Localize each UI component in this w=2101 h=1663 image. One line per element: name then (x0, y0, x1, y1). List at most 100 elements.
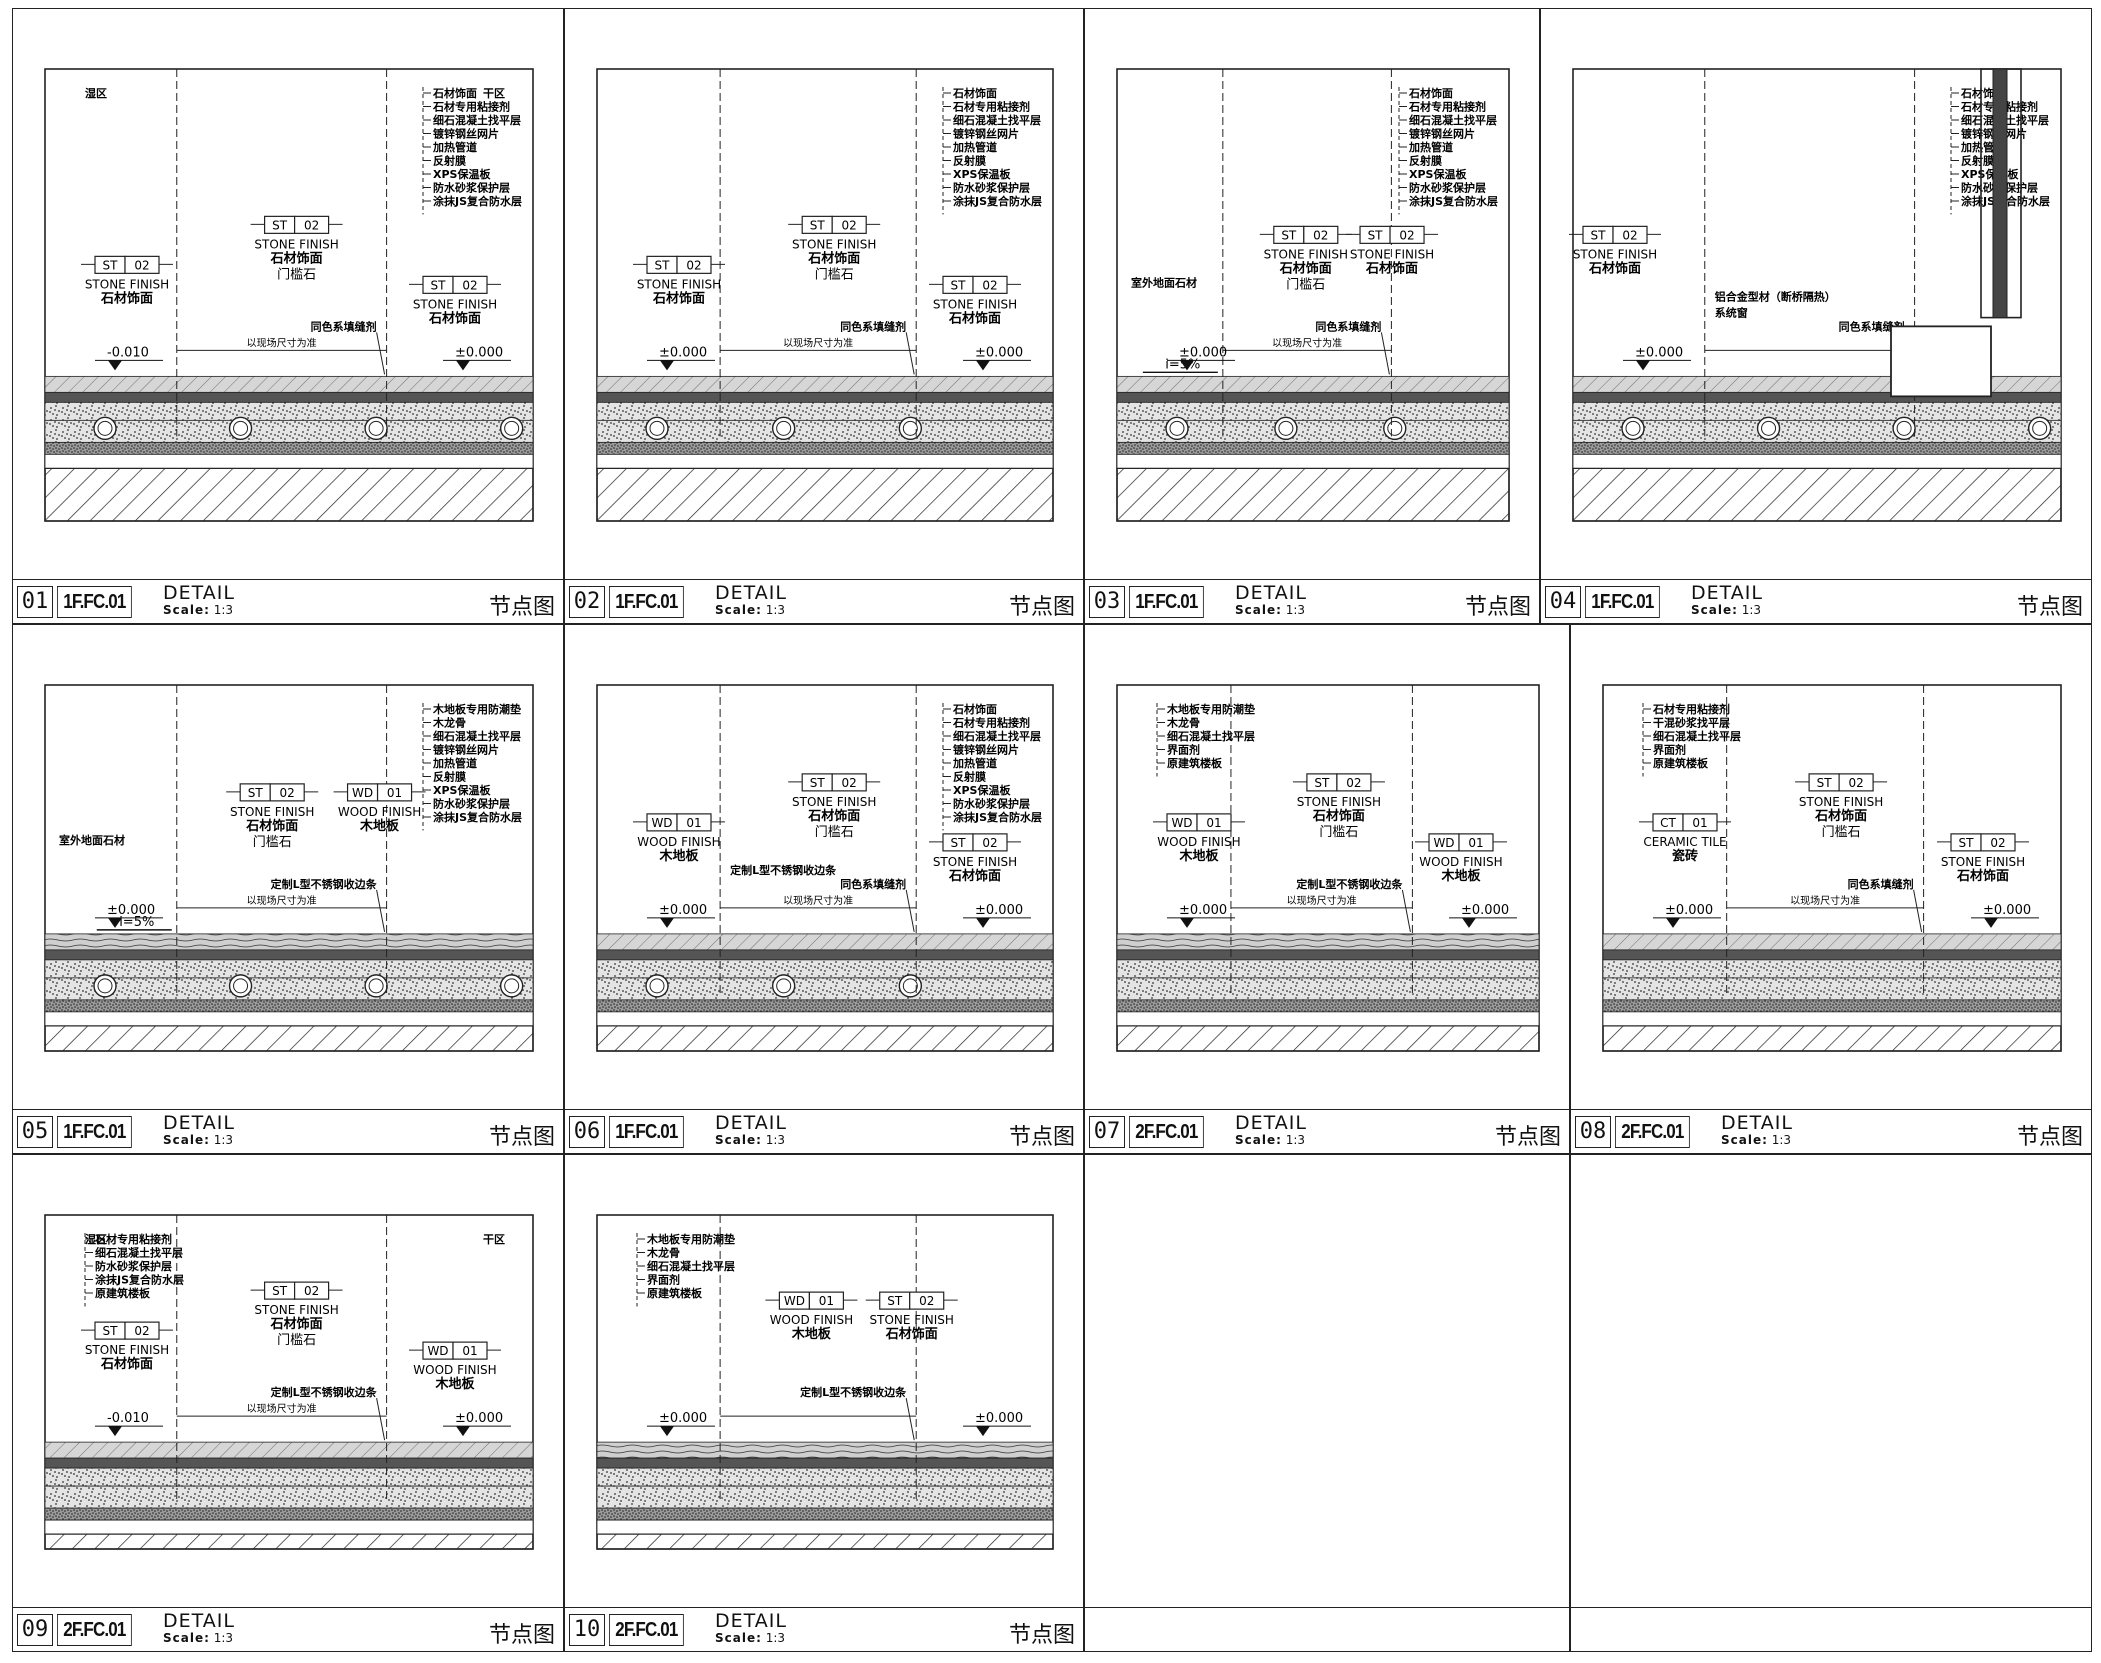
level-marker: ±0.000 (963, 903, 1031, 928)
layer-label: XPS保温板 (433, 783, 491, 797)
layer-label: 镀锌钢丝网片 (1409, 127, 1475, 141)
scale-value: 1:3 (1285, 603, 1306, 617)
material-sub-cn: 门槛石 (815, 825, 854, 840)
detail-code: 1F.FC.01 (1129, 586, 1204, 618)
scale-value: 1:3 (765, 1133, 786, 1147)
heating-pipe (645, 974, 669, 998)
annotation-note: 系统窗 (1715, 305, 1748, 319)
detail-title-cn: 节点图 (2016, 595, 2083, 620)
detail-code: 2F.FC.01 (1129, 1116, 1204, 1148)
layer-label: 石材饰面 (952, 702, 997, 716)
material-name-en: STONE FINISH (413, 297, 497, 311)
layer-label: 木龙骨 (432, 716, 466, 730)
material-name-cn: 石材饰面 (100, 1356, 153, 1372)
layer-label: 防水砂浆保护层 (1409, 181, 1486, 195)
material-name-cn: 石材饰面 (948, 868, 1001, 884)
level-value: ±0.000 (975, 345, 1023, 360)
layer-label: 细石混凝土找平层 (1167, 729, 1255, 743)
detail-number: 10 (569, 1614, 605, 1646)
level-value: ±0.000 (455, 345, 503, 360)
layer-label: 防水砂浆保护层 (953, 797, 1030, 811)
material-code: ST (103, 1324, 119, 1338)
annotation-note: 定制L型不锈钢收边条 (800, 1385, 907, 1399)
material-name-en: STONE FINISH (933, 855, 1017, 869)
material-code: WD (784, 1294, 805, 1308)
level-marker: ±0.000 (647, 1411, 715, 1437)
scale-label: Scale: (163, 603, 210, 617)
layer-callout: 木地板专用防潮垫木龙骨细石混凝土找平层镀锌钢丝网片加热管道反射膜XPS保温板防水… (422, 702, 522, 831)
layer-label: 石材专用粘接剂 (432, 100, 510, 114)
detail-title-cn: 节点图 (1494, 1125, 1561, 1150)
material-code: ST (1591, 228, 1607, 242)
dimension-label: 以现场尺寸为准 (247, 336, 317, 349)
annotation-note: 同色系填缝剂 (311, 319, 377, 333)
layer-label: 细石混凝土找平层 (433, 729, 521, 743)
detail-scale: Scale: 1:3 (1235, 1133, 1305, 1147)
material-name-cn: 瓷砖 (1672, 848, 1698, 864)
level-value: ±0.000 (1179, 345, 1227, 360)
material-code: ST (431, 278, 447, 292)
dimension-label: 以现场尺寸为准 (783, 336, 853, 349)
layer-label: 镀锌钢丝网片 (433, 743, 499, 757)
layer-label: 反射膜 (433, 770, 466, 784)
layer-callout: 石材饰面石材专用粘接剂细石混凝土找平层镀锌钢丝网片加热管道反射膜XPS保温板防水… (942, 86, 1042, 215)
detail-title: DETAIL (1691, 582, 1763, 604)
scale-label: Scale: (715, 1133, 762, 1147)
detail-title-cn: 节点图 (1008, 1623, 1075, 1648)
heating-pipe (1756, 416, 1781, 441)
layer-label: XPS保温板 (433, 167, 491, 181)
dimension-label: 以现场尺寸为准 (1790, 894, 1860, 907)
scale-value: 1:3 (1741, 603, 1762, 617)
dimension-label: 以现场尺寸为准 (247, 894, 317, 907)
material-number: 01 (462, 1344, 477, 1358)
slope-label: i=5% (119, 915, 154, 930)
detail-number: 01 (17, 586, 53, 618)
material-name-en: WOOD FINISH (637, 835, 720, 849)
heating-pipe (898, 416, 923, 441)
material-name-cn: 石材饰面 (245, 818, 298, 834)
layer-label: 细石混凝土找平层 (953, 729, 1041, 743)
detail-code: 2F.FC.01 (609, 1614, 684, 1646)
layer-label: 细石混凝土找平层 (1653, 729, 1741, 743)
material-number: 02 (1990, 836, 2005, 850)
material-code: WD (427, 1344, 448, 1358)
material-code: ST (1314, 776, 1330, 790)
material-number: 02 (982, 836, 997, 850)
layer-label: 木龙骨 (1166, 716, 1200, 730)
material-name-cn: 石材饰面 (1814, 808, 1867, 824)
material-name-en: STONE FINISH (933, 297, 1017, 311)
detail-code: 2F.FC.01 (1615, 1116, 1690, 1148)
level-marker: -0.010 (95, 345, 163, 371)
structural-slab (596, 467, 1054, 522)
material-sub-cn: 门槛石 (1822, 825, 1861, 840)
scale-value: 1:3 (1285, 1133, 1306, 1147)
material-code: ST (810, 776, 826, 790)
detail-number: 08 (1575, 1116, 1611, 1148)
detail-number: 07 (1089, 1116, 1125, 1148)
scale-label: Scale: (1691, 603, 1738, 617)
zone-label: 干区 (483, 87, 505, 100)
layer-label: 防水砂浆保护层 (433, 181, 510, 195)
layer-callout: 石材饰面石材专用粘接剂细石混凝土找平层镀锌钢丝网片加热管道反射膜XPS保温板防水… (942, 702, 1042, 831)
material-name-cn: 木地板 (658, 848, 699, 864)
heating-pipe (1892, 416, 1916, 441)
structural-slab (44, 467, 534, 522)
layer-label: 加热管道 (432, 756, 477, 770)
material-number: 01 (1692, 816, 1707, 830)
layer-label: 界面剂 (647, 1273, 680, 1287)
empty-panel (1570, 1154, 2092, 1652)
